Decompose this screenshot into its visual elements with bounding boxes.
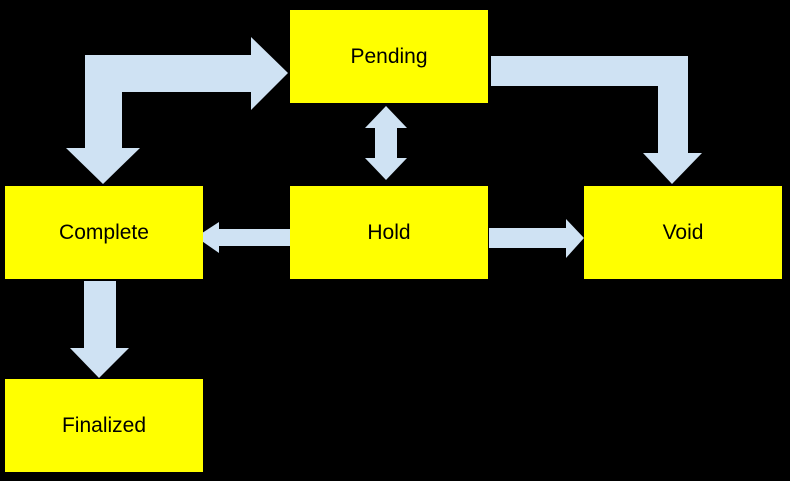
node-complete-label: Complete: [59, 221, 149, 244]
node-finalized-label: Finalized: [61, 414, 147, 437]
arrow-complete-pending-icon: [66, 37, 288, 184]
node-hold-label: Hold: [367, 221, 411, 244]
node-finalized: Finalized: [5, 379, 203, 472]
node-void-label: Void: [662, 221, 704, 244]
node-pending-label: Pending: [350, 45, 428, 68]
node-void: Void: [584, 186, 782, 279]
arrow-pending-hold-icon: [365, 106, 407, 180]
arrow-complete-finalized-icon: [70, 281, 129, 378]
node-pending: Pending: [290, 10, 488, 103]
node-hold: Hold: [290, 186, 488, 279]
arrow-hold-void-icon: [489, 219, 584, 258]
arrow-pending-void-icon: [491, 56, 702, 184]
arrow-hold-complete-icon: [196, 222, 291, 253]
node-complete: Complete: [5, 186, 203, 279]
